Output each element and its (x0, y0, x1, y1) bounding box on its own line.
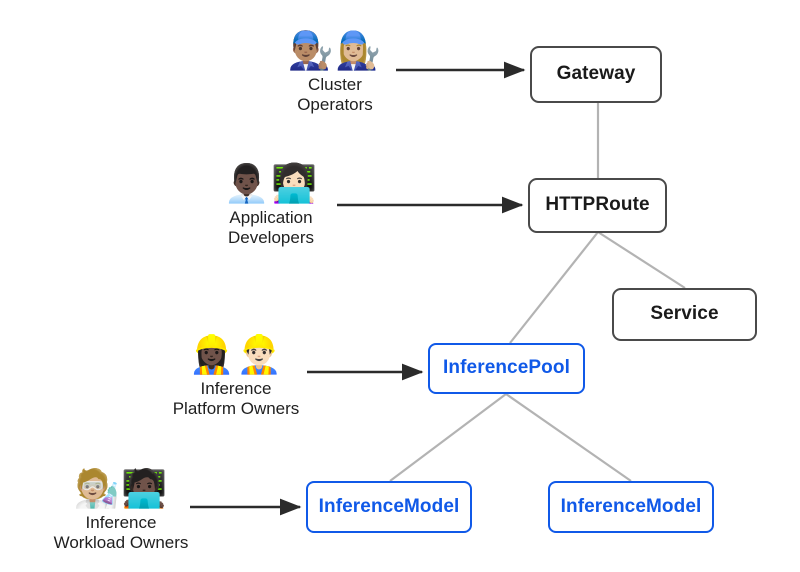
edge-inferencepool-to-model-1 (389, 393, 507, 482)
construction-worker-pair-icon: 👷🏿‍♀️👷🏻‍♂️ (188, 333, 284, 376)
node-gateway[interactable]: Gateway (530, 46, 662, 103)
node-httproute-label: HTTPRoute (545, 194, 650, 216)
persona-cluster-operators-caption: Cluster Operators (297, 75, 373, 116)
persona-caption-line: Application (229, 208, 313, 227)
edge-httproute-to-service (597, 231, 686, 289)
mechanic-pair-icon: 👨🏽‍🔧👩🏼‍🔧 (287, 29, 383, 72)
node-httproute[interactable]: HTTPRoute (528, 178, 667, 233)
office-worker-technologist-pair-icon: 👨🏿‍💼👩🏻‍💻 (223, 162, 319, 205)
node-inferencepool[interactable]: InferencePool (428, 343, 585, 394)
persona-cluster-operators: 👨🏽‍🔧👩🏼‍🔧 Cluster Operators (288, 32, 382, 116)
edge-httproute-to-inferencepool (509, 231, 599, 344)
persona-caption-line: Operators (297, 95, 373, 115)
node-inferencemodel-1[interactable]: InferenceModel (306, 481, 472, 533)
persona-caption-line: Inference (85, 513, 157, 532)
node-inferencemodel-2[interactable]: InferenceModel (548, 481, 714, 533)
persona-caption-line: Cluster (308, 75, 362, 94)
persona-inference-workload-owners-caption: Inference Workload Owners (54, 513, 189, 554)
node-inferencepool-label: InferencePool (443, 357, 570, 379)
node-service-label: Service (650, 303, 719, 325)
edge-inferencepool-to-model-2 (505, 393, 632, 482)
persona-application-developers: 👨🏿‍💼👩🏻‍💻 Application Developers (224, 165, 318, 249)
node-inferencemodel-2-label: InferenceModel (560, 495, 702, 517)
persona-inference-platform-owners-caption: Inference Platform Owners (173, 379, 300, 420)
persona-caption-line: Developers (227, 228, 314, 248)
persona-application-developers-caption: Application Developers (228, 208, 314, 249)
node-gateway-label: Gateway (556, 63, 636, 85)
node-inferencemodel-1-label: InferenceModel (318, 495, 460, 517)
node-service[interactable]: Service (612, 288, 757, 341)
persona-caption-line: Workload Owners (53, 533, 189, 553)
persona-caption-line: Platform Owners (172, 399, 300, 419)
persona-inference-platform-owners: 👷🏿‍♀️👷🏻‍♂️ Inference Platform Owners (173, 336, 300, 420)
scientist-technologist-pair-icon: 🧑🏼‍🔬🧑🏿‍💻 (73, 467, 169, 510)
persona-caption-line: Inference (200, 379, 272, 398)
persona-inference-workload-owners: 🧑🏼‍🔬🧑🏿‍💻 Inference Workload Owners (54, 470, 189, 554)
persona-arrows (190, 61, 526, 516)
